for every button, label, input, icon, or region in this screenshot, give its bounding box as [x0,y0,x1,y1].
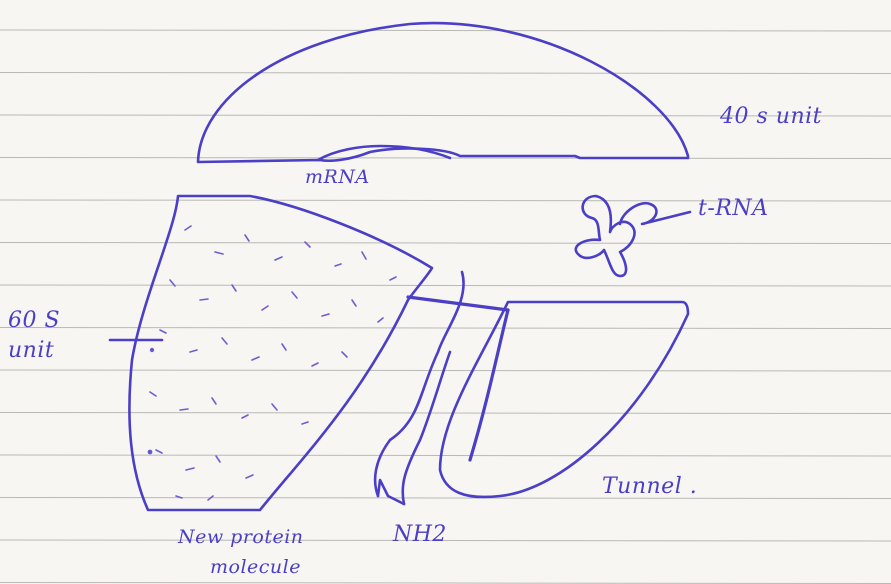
label-60s-line2: unit [8,338,54,363]
label-nh2: NH2 [393,522,447,547]
tunnel-lobe [440,302,688,497]
protein-chain [375,272,463,496]
subunit-texture [148,226,396,500]
label-mrna: mRNA [305,166,370,188]
trna-loop [620,203,690,224]
label-trna: t-RNA [698,196,768,221]
label-molecule: molecule [210,556,301,578]
large-subunit-60s [129,196,432,510]
trna-shape [576,196,635,276]
protein-chain-branch [403,352,450,504]
small-subunit-40s [198,23,688,162]
label-60s-line1: 60 S [8,308,60,333]
label-tunnel: Tunnel . [602,474,697,499]
channel-wall [470,310,508,460]
nh2-arrow [378,480,404,504]
label-40s-unit: 40 s unit [720,104,822,129]
label-new-protein: New protein [178,526,304,548]
